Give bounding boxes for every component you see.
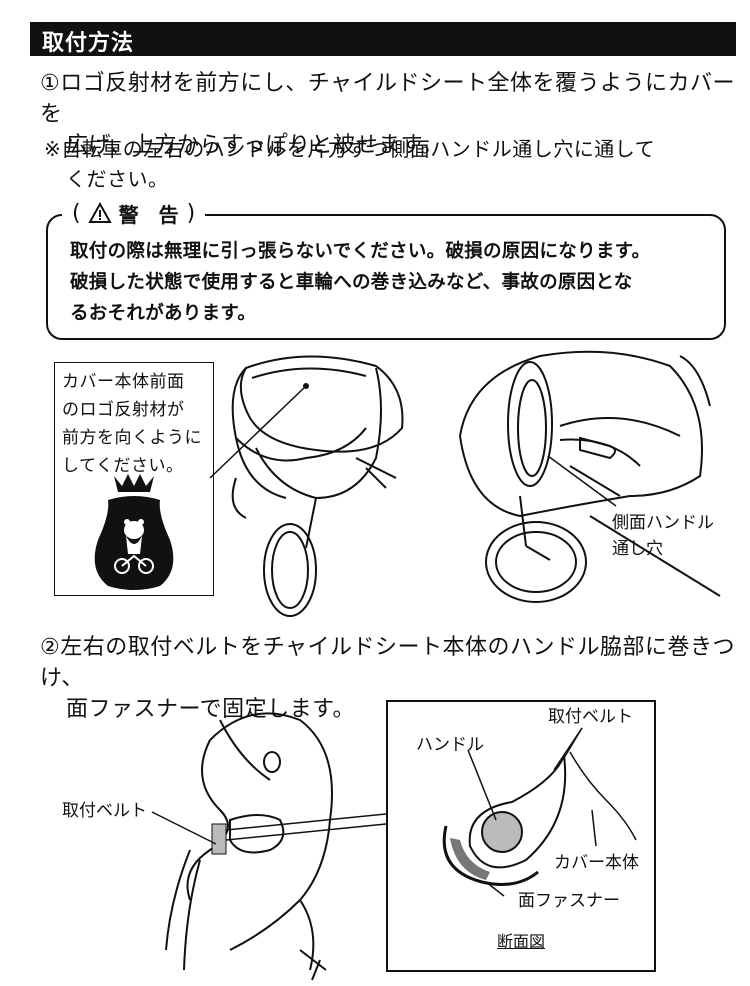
detail-handle-label: ハンドル [416, 735, 484, 755]
step1-note-line2: ください。 [66, 167, 169, 191]
side-handle-hole-label: 側面ハンドル 通し穴 [612, 510, 714, 562]
section-title: 取付方法 [42, 31, 135, 56]
logo-callout-text: カバー本体前面 のロゴ反射材が 前方を向くように してください。 [62, 368, 212, 480]
step1-note: ※自転車の左右のハンドルを片方ずつ側面ハンドル通し穴に通して ください。 [44, 134, 655, 194]
warning-text: 取付の際は無理に引っ張らないでください。破損の原因になります。 破損した状態で使… [70, 236, 720, 329]
belt-attachment-illustration [165, 712, 387, 981]
step1-note-line1: ※自転車の左右のハンドルを片方ずつ側面ハンドル通し穴に通して [44, 137, 656, 161]
detail-fastener-label: 面ファスナー [518, 891, 620, 911]
warning-title: 警 告 [118, 202, 179, 227]
warning-line2: 破損した状態で使用すると車輪への巻き込みなど、事故の原因とな [70, 272, 633, 293]
callout-line3: 前方を向くように [62, 428, 202, 448]
detail-cover-label: カバー本体 [554, 853, 639, 873]
callout-line2: のロゴ反射材が [62, 400, 185, 420]
warning-line3: るおそれがあります。 [70, 303, 257, 324]
bike-front-cover-illustration [209, 355, 404, 617]
logo-reflector-icon [94, 474, 174, 590]
section-header: 取付方法 [30, 22, 736, 56]
cross-section-box [386, 700, 656, 972]
step2-line2: 面ファスナーで固定します。 [66, 697, 355, 722]
side-label-line1: 側面ハンドル [612, 513, 714, 533]
step2-text: ②左右の取付ベルトをチャイルドシート本体のハンドル脇部に巻きつけ、 面ファスナー… [40, 632, 750, 725]
logo-callout-box [54, 362, 214, 596]
cross-section-title: 断面図 [497, 932, 546, 951]
detail-belt-label: 取付ベルト [548, 707, 633, 727]
bike-side-cover-illustration [458, 350, 721, 603]
side-label-line2: 通し穴 [612, 539, 663, 559]
belt-label-left: 取付ベルト [62, 801, 147, 821]
warning-label: ( 警 告 ) [62, 198, 206, 228]
belt-leader-line [151, 811, 217, 845]
step1-line2: 広げ、上方からすっぽりと被せます。 [66, 133, 444, 158]
warning-box [46, 214, 726, 340]
callout-line4: してください。 [62, 456, 184, 476]
bracket-right: ) [186, 200, 196, 226]
step1-line1: ①ロゴ反射材を前方にし、チャイルドシート全体を覆うようにカバーを [40, 71, 736, 127]
step2-line1: ②左右の取付ベルトをチャイルドシート本体のハンドル脇部に巻きつけ、 [40, 635, 736, 691]
warning-line1: 取付の際は無理に引っ張らないでください。破損の原因になります。 [70, 241, 651, 262]
warning-triangle-icon [87, 201, 112, 223]
step1-text: ①ロゴ反射材を前方にし、チャイルドシート全体を覆うようにカバーを 広げ、上方から… [40, 68, 750, 161]
callout-line1: カバー本体前面 [62, 372, 185, 392]
bracket-left: ( [72, 200, 81, 226]
cross-section-diagram [442, 727, 637, 897]
